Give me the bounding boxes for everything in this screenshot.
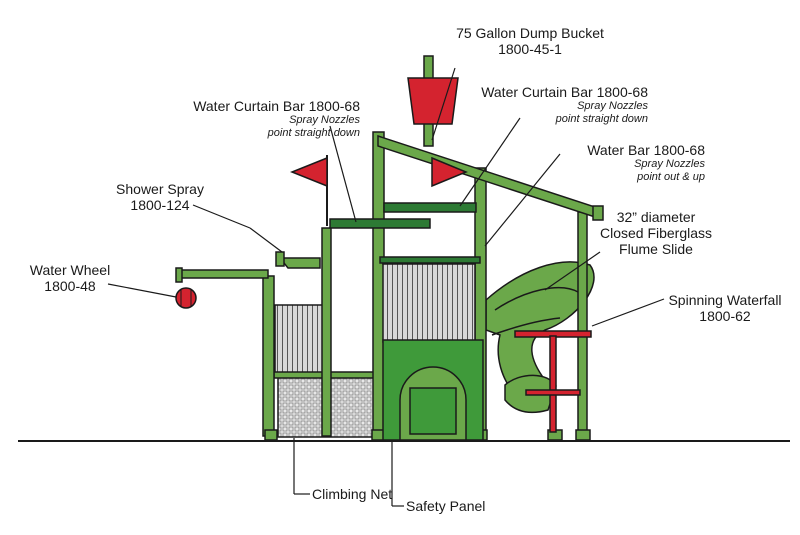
curtain-right-note1: Spray Nozzles [577, 100, 648, 113]
shower-spray-name: Shower Spray [116, 181, 204, 197]
water-wheel-label: Water Wheel 1800-48 [22, 262, 118, 294]
water-wheel-arm [175, 267, 269, 283]
water-bar-name: Water Bar 1800-68 [587, 142, 705, 158]
curtain-right-label: Water Curtain Bar 1800-68 Spray Nozzles … [468, 84, 648, 125]
dump-bucket-name: 75 Gallon Dump Bucket [456, 25, 604, 41]
curtain-right-name: Water Curtain Bar 1800-68 [481, 84, 648, 100]
water-wheel-code: 1800-48 [44, 278, 96, 295]
water-curtain-bars [329, 202, 481, 264]
shower-spray-pipe [275, 251, 321, 269]
dump-bucket-code: 1800-45-1 [498, 41, 562, 58]
flume-slide-line3: Flume Slide [619, 241, 693, 258]
climbing-net-label: Climbing Net [312, 486, 392, 502]
safety-panel-label: Safety Panel [406, 498, 485, 514]
curtain-right-note2: point straight down [555, 112, 648, 125]
climbing-net-name: Climbing Net [312, 486, 393, 502]
leader-lines [107, 67, 665, 507]
water-bar-note1: Spray Nozzles [634, 158, 705, 171]
flume-slide-label: 32” diameter Closed Fiberglass Flume Sli… [592, 209, 720, 257]
water-wheel [175, 287, 197, 309]
spinning-waterfall-label: Spinning Waterfall 1800-62 [660, 292, 790, 324]
safety-panel-name: Safety Panel [406, 498, 486, 514]
flume-slide-line2: Closed Fiberglass [599, 225, 713, 242]
dump-bucket-label: 75 Gallon Dump Bucket 1800-45-1 [455, 25, 605, 57]
spinning-waterfall-code: 1800-62 [699, 308, 751, 325]
curtain-left-note1: Spray Nozzles [289, 114, 360, 127]
spinning-waterfall [514, 330, 592, 433]
center-tower [382, 257, 484, 441]
water-bar-label: Water Bar 1800-68 Spray Nozzles point ou… [555, 142, 705, 183]
curtain-left-label: Water Curtain Bar 1800-68 Spray Nozzles … [180, 98, 360, 139]
curtain-left-name: Water Curtain Bar 1800-68 [193, 98, 360, 114]
water-wheel-name: Water Wheel [29, 262, 111, 278]
curtain-left-note2: point straight down [267, 126, 360, 139]
shower-spray-code: 1800-124 [130, 197, 190, 214]
water-bar-note2: point out & up [637, 170, 705, 183]
shower-spray-label: Shower Spray 1800-124 [105, 181, 215, 213]
roof-beam [377, 134, 604, 221]
flags [289, 77, 468, 226]
spinning-waterfall-name: Spinning Waterfall [668, 292, 782, 308]
flume-slide-line1: 32” diameter [616, 209, 696, 225]
